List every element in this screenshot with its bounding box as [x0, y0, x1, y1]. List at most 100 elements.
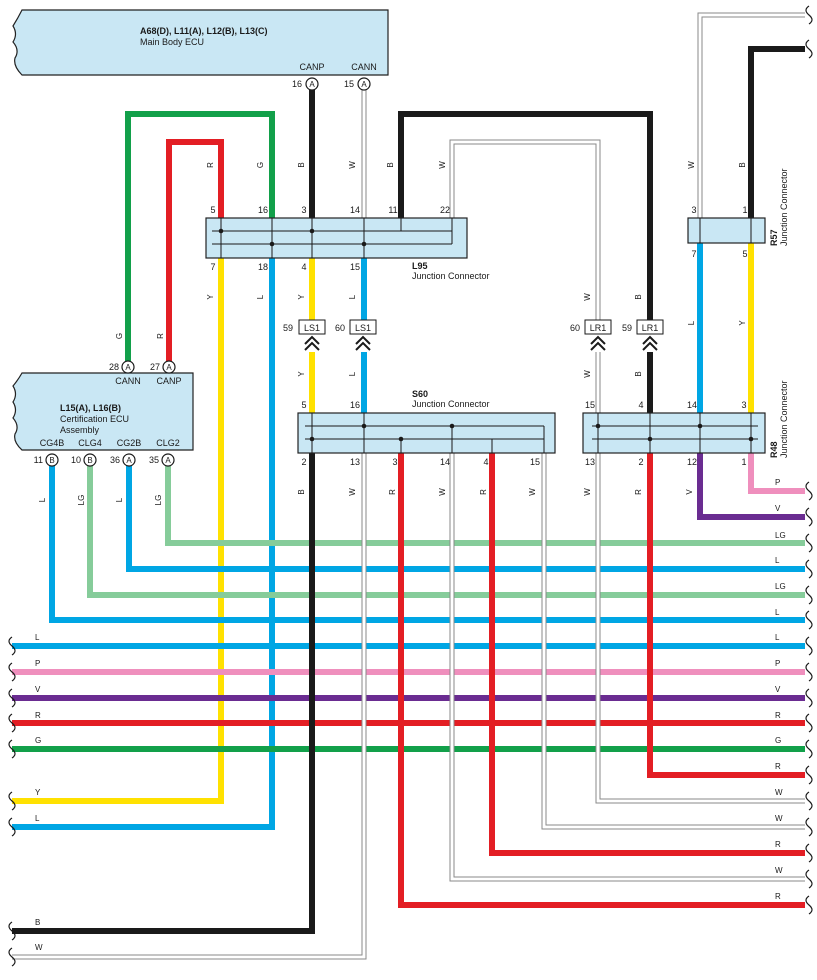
wire-b-l95-11 — [398, 111, 653, 320]
harness-break-right-0 — [805, 5, 813, 25]
wire-b-top-right — [748, 46, 805, 218]
wire-label-b-top: B — [738, 162, 747, 167]
harness-break-left-8 — [8, 947, 16, 967]
wire-label-r-s60b-2: R — [634, 489, 643, 495]
left-label-w: W — [35, 943, 43, 952]
l95-node-1 — [218, 228, 224, 234]
right-label-r-1: R — [775, 711, 781, 720]
component-layer — [12, 9, 766, 454]
splice-lr1-60-box — [584, 319, 612, 335]
wire-w-s60-13-fill — [12, 453, 366, 959]
wire-label-l-cg4b: L — [38, 497, 47, 502]
wire-label-r-l95: R — [206, 162, 215, 168]
l95-node-2 — [309, 228, 315, 234]
cert-pin-11-connector — [45, 453, 59, 467]
l95-pin-4: 4 — [301, 262, 306, 272]
harness-break-left-5 — [8, 791, 16, 811]
splice-ls1-60-box — [349, 319, 377, 335]
left-label-l-2: L — [35, 814, 40, 823]
right-label-l-1: L — [775, 556, 780, 565]
l95-pin-3: 3 — [301, 205, 306, 215]
splice-ls1-60-name: LS1 — [355, 323, 371, 333]
harness-break-right-15 — [805, 817, 813, 837]
right-label-r-4: R — [775, 892, 781, 901]
main-pin-canp-connector — [305, 77, 319, 91]
wire-label-r-s60-4: R — [479, 489, 488, 495]
harness-break-right-8 — [805, 636, 813, 656]
wire-label-w-top: W — [687, 161, 696, 169]
cert-pin-27-conn: A — [166, 363, 172, 372]
harness-break-right-18 — [805, 895, 813, 915]
s60b-pin-3: 3 — [741, 400, 746, 410]
main-ecu-name: Main Body ECU — [140, 37, 204, 47]
s60-name: Junction Connector — [412, 399, 490, 409]
l95-pin-18: 18 — [258, 262, 268, 272]
s60b-pin-4: 4 — [638, 400, 643, 410]
l95-pin-22: 22 — [440, 205, 450, 215]
wire-label-w2-l95: W — [438, 161, 447, 169]
wire-w-l95-22 — [449, 139, 601, 320]
harness-break-right-17 — [805, 869, 813, 889]
s60b-node-2 — [647, 436, 653, 442]
harness-break-right-3 — [805, 507, 813, 527]
harness-break-left-4 — [8, 739, 16, 759]
main-pin-canp-label: CANP — [299, 62, 324, 72]
wire-label-b-splice-up: B — [634, 294, 643, 299]
wire-r-s60-4 — [489, 453, 805, 856]
cert-pin-36-connector — [122, 453, 136, 467]
harness-break-right-16 — [805, 843, 813, 863]
wire-label-w-splice-down: W — [583, 370, 592, 378]
cert-pin-cann-label: CANN — [115, 376, 141, 386]
wire-w-s60b-13-fill — [596, 453, 805, 803]
main-pin-cann-connector — [357, 77, 371, 91]
wire-label-l-splice: L — [348, 371, 357, 376]
harness-break-right-5 — [805, 559, 813, 579]
wire-label-w-s60-15: W — [528, 488, 537, 496]
right-label-lg-2: LG — [775, 582, 786, 591]
wire-label-y-l95-4: Y — [297, 294, 306, 300]
wire-label-p-r48: P — [775, 478, 780, 487]
s60-pin-5: 5 — [301, 400, 306, 410]
cert-pin-cg2b-label: CG2B — [117, 438, 142, 448]
wire-w-top-right-fill — [698, 13, 805, 218]
wire-label-lg-clg4: LG — [77, 495, 86, 506]
l95-id: L95 — [412, 261, 428, 271]
wire-w-s60-14-fill — [450, 453, 805, 881]
s60b-node-4 — [748, 436, 754, 442]
s60-connector-box — [297, 412, 556, 454]
s60-id: S60 — [412, 389, 428, 399]
cert-pin-27-num: 27 — [150, 362, 160, 372]
connector-internal-lines — [212, 218, 758, 453]
r48-name: Junction Connector — [779, 380, 789, 458]
wire-label-b-l95: B — [297, 162, 306, 167]
r57-name: Junction Connector — [779, 168, 789, 246]
cert-pin-35-connector — [161, 453, 175, 467]
r48-id: R48 — [769, 441, 779, 458]
s60-node-3 — [398, 436, 404, 442]
cert-pin-27-connector — [162, 360, 176, 374]
right-label-v: V — [775, 685, 781, 694]
wire-label-b-splice-down: B — [634, 371, 643, 376]
harness-break-left-0 — [8, 636, 16, 656]
main-pin-cann-num: 15 — [344, 79, 354, 89]
cert-pin-clg2-label: CLG2 — [156, 438, 180, 448]
s60-pin-4: 4 — [483, 457, 488, 467]
harness-break-right-14 — [805, 791, 813, 811]
harness-break-right-1 — [805, 39, 813, 59]
wire-w-s60-15 — [541, 453, 805, 830]
wire-label-w-s60-14: W — [438, 488, 447, 496]
cert-pin-10-num: 10 — [71, 455, 81, 465]
certification-ecu-box — [12, 372, 194, 451]
l95-pin-15: 15 — [350, 262, 360, 272]
wire-b-s60-2 — [12, 453, 315, 934]
splice-ls1-59-name: LS1 — [304, 323, 320, 333]
splice-lr1-60-name: LR1 — [590, 323, 607, 333]
wire-label-v-r48: V — [775, 504, 781, 513]
s60b-pin-2: 2 — [638, 457, 643, 467]
cert-pin-28-conn: A — [125, 363, 131, 372]
main-pin-cann-conn: A — [361, 80, 367, 89]
splice-lr1-59-num: 59 — [622, 323, 632, 333]
s60-pin-13: 13 — [350, 457, 360, 467]
cert-pin-10-connector — [83, 453, 97, 467]
splice-chevron-1 — [304, 335, 320, 351]
